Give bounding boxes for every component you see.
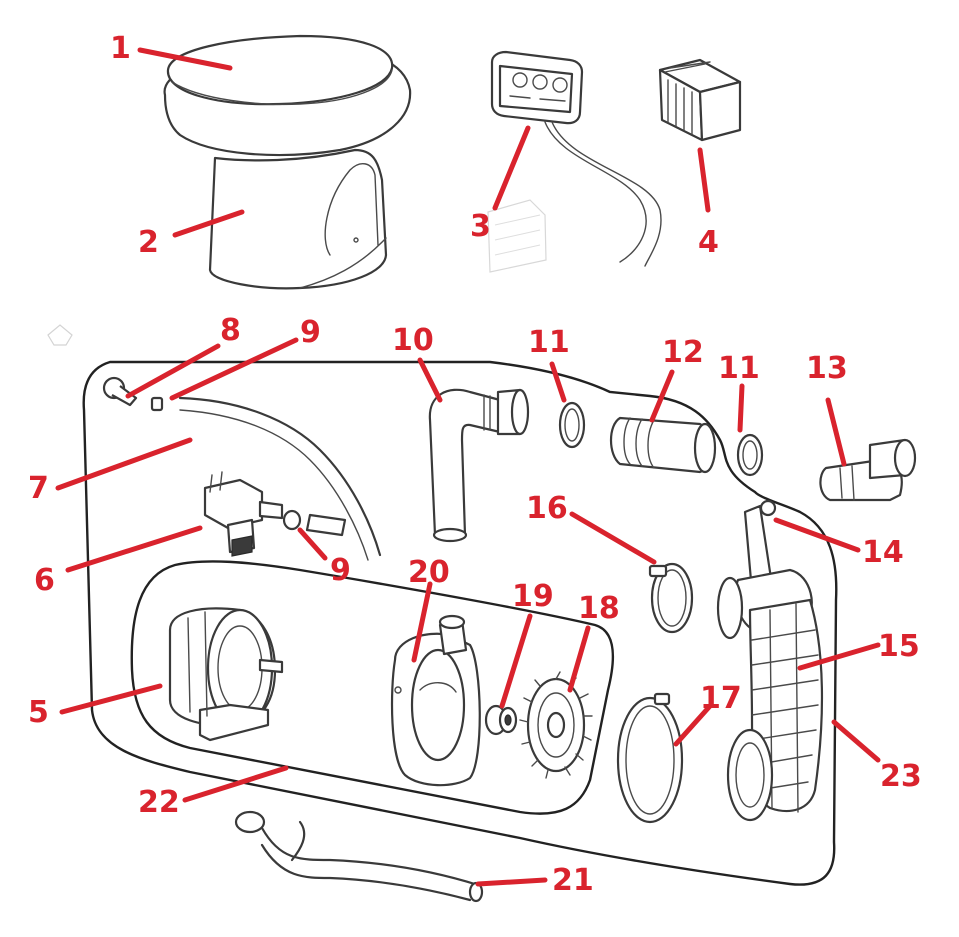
leader-2 — [172, 209, 245, 238]
callout-21: 21 — [552, 863, 594, 898]
callout-13: 13 — [806, 351, 848, 386]
callout-20: 20 — [408, 555, 450, 590]
leader-22 — [182, 765, 289, 803]
leader-14 — [773, 517, 861, 553]
hose-clamp-right — [736, 433, 764, 477]
callout-8: 8 — [220, 313, 241, 348]
leader-6 — [65, 525, 203, 573]
leader-10 — [417, 357, 443, 403]
solenoid-valve — [203, 471, 284, 557]
leader-12 — [649, 369, 675, 423]
callout-18: 18 — [578, 591, 620, 626]
leader-19 — [499, 613, 533, 709]
callout-7: 7 — [28, 471, 49, 506]
callout-3: 3 — [470, 209, 491, 244]
small-clamp-top — [150, 396, 164, 412]
outlet-elbow-pipe — [428, 388, 530, 543]
small-clamp-bottom — [282, 509, 302, 531]
leader-5 — [59, 683, 163, 715]
callout-16: 16 — [526, 491, 568, 526]
callout-9-bottom: 9 — [330, 553, 351, 588]
macerator-impeller — [519, 671, 593, 779]
leader-9a — [169, 337, 299, 401]
elbow-connector — [819, 438, 917, 502]
callout-14: 14 — [862, 535, 904, 570]
control-panel — [487, 50, 662, 273]
faint-ghost-mark — [47, 324, 73, 346]
inner-panel-outline — [130, 560, 615, 815]
leader-3 — [492, 125, 531, 211]
rubber-sleeve — [609, 416, 717, 474]
callout-6: 6 — [34, 563, 55, 598]
leader-8 — [125, 343, 221, 399]
pump-motor — [168, 607, 284, 742]
leader-17 — [673, 703, 713, 747]
callout-5: 5 — [28, 695, 49, 730]
leader-9b — [297, 527, 328, 561]
drain-hose — [234, 810, 484, 903]
leader-4 — [697, 147, 711, 213]
toilet-bowl — [163, 34, 412, 290]
callout-15: 15 — [878, 629, 920, 664]
leader-13 — [825, 397, 847, 467]
large-clamp-lower — [616, 692, 684, 824]
outer-panel-outline — [82, 360, 838, 886]
callout-17: 17 — [700, 681, 742, 716]
callout-12: 12 — [662, 335, 704, 370]
callout-4: 4 — [698, 225, 719, 260]
flexible-outlet-hose — [726, 598, 824, 822]
leader-11b — [737, 383, 745, 433]
hose-clamp-left — [558, 401, 586, 449]
elbow-fitting — [102, 376, 138, 407]
callout-22: 22 — [138, 785, 180, 820]
hose-short-piece — [305, 513, 347, 537]
pump-housing — [390, 614, 481, 787]
callout-19: 19 — [512, 579, 554, 614]
callout-11-left: 11 — [528, 325, 570, 360]
leader-23 — [831, 719, 881, 763]
leader-15 — [797, 642, 881, 671]
shaft-seal — [484, 704, 518, 736]
callout-9-top: 9 — [300, 315, 321, 350]
callout-10: 10 — [392, 323, 434, 358]
leader-7 — [55, 437, 193, 491]
callout-23: 23 — [880, 759, 922, 794]
callout-11-right: 11 — [718, 351, 760, 386]
leader-20 — [411, 581, 433, 663]
large-clamp-upper — [648, 562, 694, 634]
water-hose — [178, 396, 382, 557]
leader-18 — [567, 625, 591, 693]
leader-21 — [475, 877, 548, 887]
leader-16 — [569, 511, 657, 565]
leader-1 — [137, 47, 233, 71]
relay-box — [658, 58, 742, 142]
water-hose-inner — [179, 409, 369, 561]
callout-1: 1 — [110, 31, 131, 66]
callout-2: 2 — [138, 225, 159, 260]
leader-11a — [549, 361, 567, 403]
